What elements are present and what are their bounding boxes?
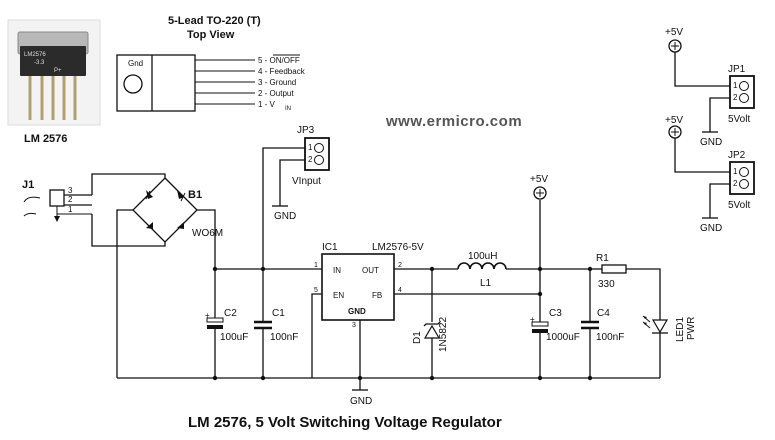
jp1-pin2: 2 bbox=[733, 93, 738, 102]
jp1-label: 5Volt bbox=[728, 114, 750, 125]
to220-package bbox=[116, 54, 255, 112]
b1-part: WO6M bbox=[192, 228, 223, 239]
jp1-pin1: 1 bbox=[733, 81, 738, 90]
svg-text:+: + bbox=[530, 315, 535, 324]
j1-name: J1 bbox=[22, 179, 34, 191]
led1 bbox=[642, 312, 669, 378]
jp3-label: VInput bbox=[292, 176, 321, 187]
jp3-gnd: GND bbox=[274, 211, 296, 222]
b1-bridge-rectifier bbox=[132, 177, 198, 243]
jp2-label: 5Volt bbox=[728, 200, 750, 211]
ic1-part: LM2576-5V bbox=[372, 242, 424, 253]
b1-name: B1 bbox=[188, 189, 202, 201]
photo-marking-2: -3.3 bbox=[34, 60, 45, 66]
package-tab-label: Gnd bbox=[128, 59, 143, 68]
jp1-name: JP1 bbox=[728, 64, 746, 75]
c2-value: 100uF bbox=[220, 332, 248, 343]
d1-name: D1 bbox=[412, 331, 423, 344]
c4-capacitor bbox=[581, 269, 599, 378]
c1-name: C1 bbox=[272, 308, 285, 319]
vplus-symbol-main bbox=[533, 186, 547, 200]
package-pin4: 4 - Feedback bbox=[258, 67, 306, 76]
j1-pin2: 2 bbox=[68, 195, 73, 204]
ic1-pinnum-2: 2 bbox=[398, 262, 402, 269]
c4-value: 100nF bbox=[596, 332, 624, 343]
jp3-header bbox=[304, 137, 330, 171]
ic-gnd-label: GND bbox=[350, 396, 372, 407]
c4-name: C4 bbox=[597, 308, 610, 319]
jp2-header bbox=[729, 161, 755, 195]
r1-value: 330 bbox=[598, 279, 615, 290]
c1-capacitor bbox=[254, 269, 272, 378]
ic1-pinnum-1: 1 bbox=[314, 262, 318, 269]
vplus-label-main: +5V bbox=[530, 174, 548, 185]
package-pin5: 5 - ON/OFF bbox=[258, 56, 300, 65]
photo-marking-3: P+ bbox=[54, 68, 62, 74]
svg-text:+: + bbox=[205, 311, 210, 320]
jp2-name: JP2 bbox=[728, 150, 746, 161]
ic1-pinnum-3: 3 bbox=[352, 322, 356, 329]
r1-name: R1 bbox=[596, 253, 609, 264]
diagram-title: LM 2576, 5 Volt Switching Voltage Regula… bbox=[188, 414, 502, 431]
d1-part: 1N5822 bbox=[438, 317, 449, 352]
package-subtitle: Top View bbox=[187, 29, 235, 41]
ic1-pinnum-4: 4 bbox=[398, 287, 402, 294]
c3-value: 1000uF bbox=[546, 332, 580, 343]
photo-marking-1: LM2576 bbox=[24, 52, 46, 58]
vplus-label-jp2: +5V bbox=[665, 115, 683, 126]
ic1-pin-in: IN bbox=[333, 266, 341, 275]
jp3-name: JP3 bbox=[297, 125, 315, 136]
c3-capacitor: + bbox=[530, 315, 549, 378]
package-title: 5-Lead TO-220 (T) bbox=[168, 15, 261, 27]
c3-name: C3 bbox=[549, 308, 562, 319]
led1-label: PWR bbox=[686, 317, 697, 340]
c1-value: 100nF bbox=[270, 332, 298, 343]
ic1-regulator bbox=[321, 253, 395, 321]
l1-name: L1 bbox=[480, 278, 492, 289]
jp3-pin2: 2 bbox=[308, 155, 313, 164]
c2-name: C2 bbox=[224, 308, 237, 319]
led1-name: LED1 bbox=[675, 317, 686, 342]
ic1-name: IC1 bbox=[322, 242, 338, 253]
jp3-pin1: 1 bbox=[308, 143, 313, 152]
jp2-pin2: 2 bbox=[733, 179, 738, 188]
jp1-header bbox=[729, 75, 755, 109]
photo-label: LM 2576 bbox=[24, 133, 67, 145]
lm2576-photo: LM2576 -3.3 P+ bbox=[7, 19, 101, 126]
jp2-pin1: 1 bbox=[733, 167, 738, 176]
j1-connector bbox=[23, 189, 92, 222]
r1-resistor bbox=[590, 264, 661, 312]
package-pin1: 1 - V bbox=[258, 100, 276, 109]
website-url: www.ermicro.com bbox=[385, 113, 522, 130]
jp1-gnd: GND bbox=[700, 137, 722, 148]
vplus-symbol-jp1 bbox=[668, 39, 682, 53]
d1-diode bbox=[423, 269, 441, 378]
ic1-pin-out: OUT bbox=[362, 266, 379, 275]
j1-pin3: 3 bbox=[68, 186, 73, 195]
vplus-label-jp1: +5V bbox=[665, 27, 683, 38]
ic1-pin-en: EN bbox=[333, 291, 344, 300]
package-pin3: 3 - Ground bbox=[258, 78, 296, 87]
package-pin1-sub: IN bbox=[285, 106, 291, 112]
l1-value: 100uH bbox=[468, 251, 497, 262]
c2-capacitor: + bbox=[205, 269, 224, 378]
ic1-pinnum-5: 5 bbox=[314, 287, 318, 294]
package-pin2: 2 - Output bbox=[258, 89, 294, 98]
l1-inductor bbox=[457, 262, 540, 270]
j1-pin1: 1 bbox=[68, 205, 73, 214]
ic1-pin-gnd: GND bbox=[348, 307, 366, 316]
ic1-pin-fb: FB bbox=[372, 291, 382, 300]
jp2-gnd: GND bbox=[700, 223, 722, 234]
vplus-symbol-jp2 bbox=[668, 125, 682, 139]
